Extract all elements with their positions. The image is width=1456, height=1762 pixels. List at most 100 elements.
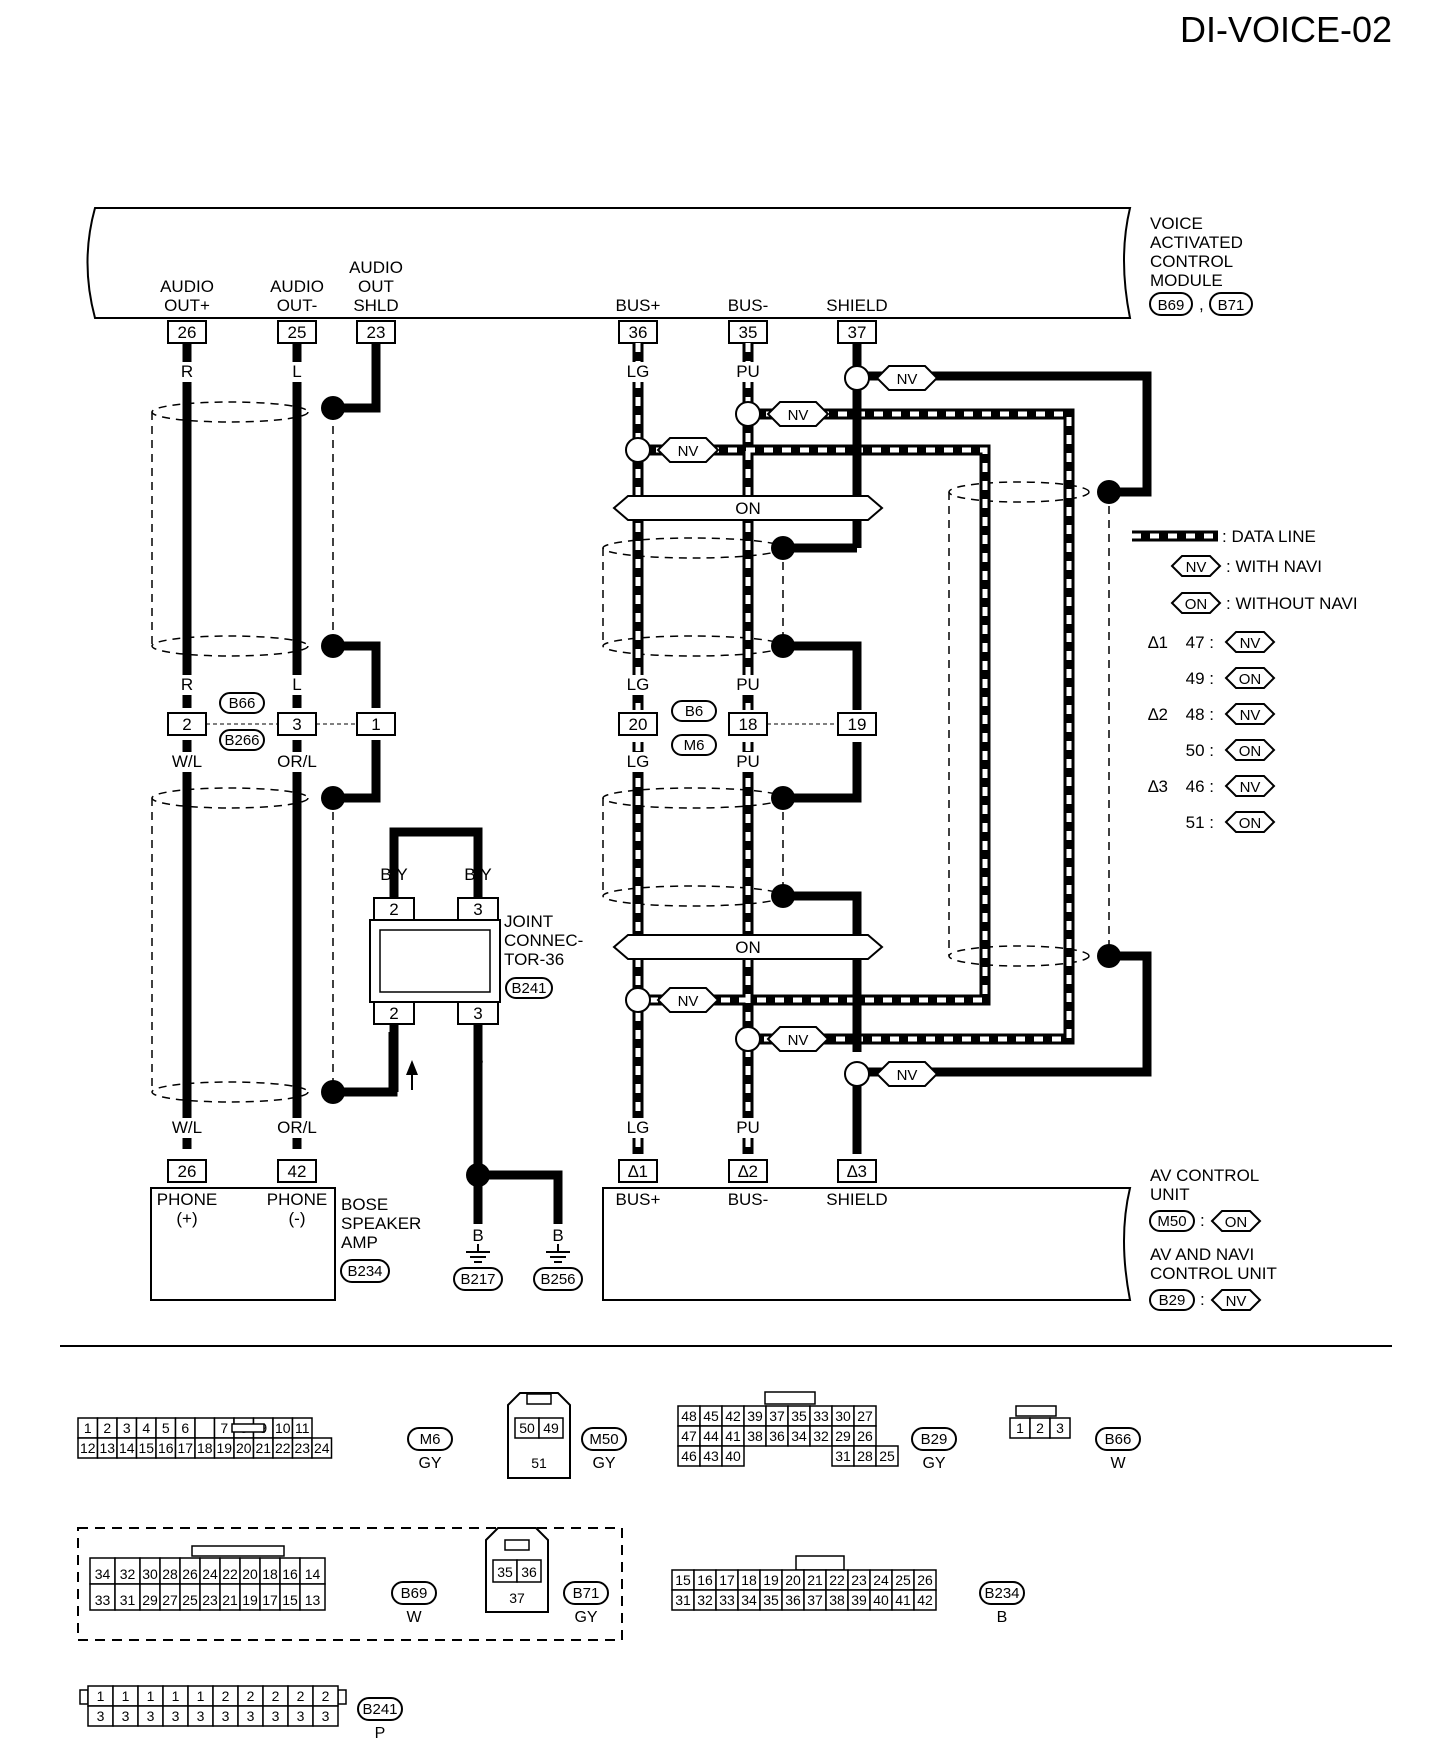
svg-text:W/L: W/L [172, 1118, 202, 1137]
latch [795, 1555, 845, 1571]
connector-b6-m6: 20 18 19 B6 M6 [618, 700, 877, 756]
legend-row-tag-shape [1224, 703, 1276, 725]
legend-row-num: 47 : [1186, 633, 1214, 652]
pin-number: 22 [275, 1440, 291, 1456]
connector-face-m6: 123456789101112131415161718192021222324M… [77, 1417, 453, 1472]
pin-cell [516, 1559, 542, 1583]
svg-text:: WITHOUT NAVI: : WITHOUT NAVI [1226, 594, 1358, 613]
svg-text:: DATA LINE: : DATA LINE [1222, 527, 1316, 546]
pin-number: 27 [162, 1592, 178, 1608]
legend-row-tag: ON [1239, 815, 1262, 832]
pin-cell [721, 1445, 745, 1467]
pin-number: 17 [177, 1440, 193, 1456]
svg-text:NV: NV [788, 1032, 809, 1049]
legend-row-star: ∆1 [1148, 633, 1168, 652]
connector-group-box [77, 1527, 623, 1641]
pin-number: 18 [741, 1572, 757, 1588]
bus-wire-labels: LG PU LG PU LG PU LG PU [624, 362, 762, 1138]
pin-number: 3 [197, 1708, 205, 1724]
bose-speaker-amp: 26 42 PHONE (+) PHONE (-) BOSE SPEAKER A… [150, 1159, 421, 1301]
pin-number: 24 [314, 1440, 330, 1456]
svg-text:42: 42 [288, 1162, 307, 1181]
svg-text:23: 23 [367, 323, 386, 342]
svg-text:3: 3 [292, 715, 301, 734]
svg-text:L: L [292, 362, 301, 381]
ground-symbols [466, 1244, 570, 1263]
latch [191, 1545, 285, 1557]
pin-cell [538, 1417, 564, 1439]
svg-text:MODULE: MODULE [1150, 271, 1223, 290]
svg-text:∆1: ∆1 [628, 1162, 648, 1181]
pin-number: 27 [857, 1408, 873, 1424]
svg-text:AUDIO: AUDIO [270, 277, 324, 296]
pin-number: 28 [857, 1448, 873, 1464]
connector-color: W [406, 1609, 422, 1626]
svg-text:CONTROL: CONTROL [1150, 252, 1233, 271]
pin-number: 2 [222, 1688, 230, 1704]
pin-number: 35 [497, 1564, 513, 1580]
latch [231, 1423, 265, 1433]
svg-text:ON: ON [735, 938, 761, 957]
legend-row-tag-shape [1224, 775, 1276, 797]
legend-row-tag-shape [1224, 631, 1276, 653]
svg-text:2: 2 [182, 715, 191, 734]
module-pin-labels: AUDIO OUT+ AUDIO OUT- AUDIO OUT SHLD BUS… [160, 258, 888, 315]
svg-text:26: 26 [178, 323, 197, 342]
option-splice-circles [625, 365, 870, 1087]
pin-number: 3 [272, 1708, 280, 1724]
legend-row: 50 :ON [1186, 739, 1276, 761]
legend-row-star: ∆2 [1148, 705, 1168, 724]
svg-text:ACTIVATED: ACTIVATED [1150, 233, 1243, 252]
pin-number: 2 [322, 1688, 330, 1704]
av-control-unit: ∆1 ∆2 ∆3 BUS+ BUS- SHIELD AV CONTROL UNI… [602, 1159, 1277, 1311]
pin-number: 41 [895, 1592, 911, 1608]
connector-color: B [997, 1609, 1008, 1626]
svg-text:ON: ON [735, 499, 761, 518]
pin-number: 37 [769, 1408, 785, 1424]
bus-shield-wires [783, 343, 1152, 1154]
pin-number: 1 [147, 1688, 155, 1704]
pin-number: 43 [703, 1448, 719, 1464]
svg-text:OUT: OUT [358, 277, 394, 296]
svg-text:NV: NV [1186, 559, 1207, 576]
svg-text:ON: ON [1185, 596, 1208, 613]
pin-number: 23 [851, 1572, 867, 1588]
latch [337, 1689, 347, 1705]
svg-text:B/Y: B/Y [464, 865, 491, 884]
latch [764, 1391, 816, 1405]
pin-number: 1 [172, 1688, 180, 1704]
pin-number: 3 [147, 1708, 155, 1724]
svg-text:PU: PU [736, 1118, 760, 1137]
pin-number: 25 [879, 1448, 895, 1464]
page-title: DI-VOICE-02 [1180, 9, 1392, 50]
svg-text:B241: B241 [511, 980, 546, 997]
svg-text:AUDIO: AUDIO [349, 258, 403, 277]
svg-text:R: R [181, 362, 193, 381]
legend-row-num: 50 : [1186, 741, 1214, 760]
pin-number: 10 [275, 1420, 291, 1436]
svg-text:36: 36 [629, 323, 648, 342]
pin-number: 19 [216, 1440, 232, 1456]
connector-id: B241 [362, 1701, 397, 1718]
pin-number: 3 [123, 1420, 131, 1436]
connector-color: GY [418, 1455, 441, 1472]
svg-text:2: 2 [389, 1004, 398, 1023]
legend-row-num: 51 : [1186, 813, 1214, 832]
joint-connector-36: B/Y B/Y 2 3 2 3 JOINT CONNEC- TOR-36 B24… [369, 827, 583, 1092]
pin-number: 23 [202, 1592, 218, 1608]
pin-number: 36 [521, 1564, 537, 1580]
pin-number: 48 [681, 1408, 697, 1424]
pin-number: 32 [120, 1566, 136, 1582]
pin-cell [194, 1417, 216, 1439]
pin-number: 15 [282, 1592, 298, 1608]
svg-text:AV CONTROL: AV CONTROL [1150, 1166, 1259, 1185]
svg-text:AMP: AMP [341, 1233, 378, 1252]
pin-number: 22 [829, 1572, 845, 1588]
